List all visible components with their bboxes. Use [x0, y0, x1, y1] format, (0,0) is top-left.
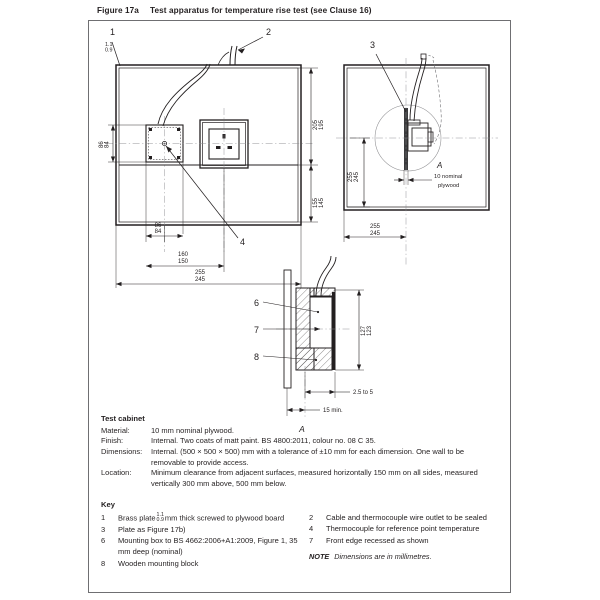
tol-top: 1.1 [156, 511, 164, 518]
key-text-1-before: Brass plate [118, 513, 156, 523]
key-item-4: 4 Thermocouple for reference point tempe… [309, 524, 501, 535]
key-number-4: 4 [309, 524, 314, 534]
front-view-group [106, 36, 318, 288]
key-text-1-after: mm thick screwed to plywood board [164, 513, 285, 523]
callout-4: 4 [240, 237, 245, 247]
test-cabinet-row-location: Location: Minimum clearance from adjacen… [101, 468, 501, 489]
key-number-1: 1 [101, 512, 106, 522]
location-value: Minimum clearance from adjacent surfaces… [151, 468, 478, 488]
finish-label: Finish: [101, 436, 124, 446]
key-text-7: Front edge recessed as shown [326, 536, 429, 546]
side-dim-245: 245 [354, 171, 360, 182]
key-text-8: Wooden mounting block [118, 558, 199, 568]
side-h-255: 255 [370, 224, 381, 230]
key-item-7: 7 Front edge recessed as shown [309, 536, 501, 547]
callout-1-tol-bottom: 0.9 [105, 48, 113, 54]
dim-d-245: 245 [195, 277, 206, 283]
detail-title-a: A [298, 424, 305, 434]
key-heading: Key [101, 500, 115, 509]
test-cabinet-row-material: Material: 10 mm nominal plywood. [101, 426, 501, 437]
dim-145: 145 [319, 197, 325, 208]
key-item-6: 6 Mounting box to BS 4662:2006+A1:2009, … [101, 536, 301, 557]
callout-1: 1 [110, 27, 115, 37]
finish-value: Internal. Two coats of matt paint. BS 48… [151, 436, 376, 446]
figure-title: Test apparatus for temperature rise test… [149, 6, 372, 15]
callout-7: 7 [254, 325, 259, 335]
note-label: NOTE [309, 551, 330, 561]
test-cabinet-heading: Test cabinet [101, 414, 145, 423]
figure-number: Figure 17a [97, 6, 139, 15]
note-text: Dimensions are in millimetres. [334, 551, 432, 561]
key-number-6: 6 [101, 536, 106, 546]
dimensions-note: NOTE Dimensions are in millimetres. [309, 552, 501, 562]
detail-dim-127: 127 [361, 325, 367, 336]
key-text-4: Thermocouple for reference point tempera… [326, 524, 480, 534]
dim-205: 205 [313, 119, 319, 130]
dimensions-value: Internal. (500 × 500 × 500) mm with a to… [151, 447, 465, 467]
detail-dim-min: 15 min. [323, 408, 343, 414]
tol-bottom: 0.9 [156, 517, 164, 524]
callout-6: 6 [254, 298, 259, 308]
key-text-2: Cable and thermocouple wire outlet to be… [326, 512, 487, 522]
detail-view-group [262, 255, 364, 418]
plywood-note-2: plywood [438, 183, 459, 189]
detail-dim-123: 123 [367, 325, 373, 336]
key-number-7: 7 [309, 536, 314, 546]
dim-195: 195 [319, 119, 325, 130]
callout-3: 3 [370, 40, 375, 50]
dim-b-86: 86 [155, 223, 162, 229]
technical-drawing: 1 1.1 0.9 2 4 86 84 205 195 155 145 86 8… [99, 27, 498, 434]
dim-86: 86 [99, 141, 105, 148]
dim-84: 84 [105, 141, 111, 148]
key-item-2: 2 Cable and thermocouple wire outlet to … [309, 513, 501, 524]
test-cabinet-block: Test cabinet Material: 10 mm nominal ply… [101, 414, 501, 490]
dim-d-255: 255 [195, 270, 206, 276]
callout-2: 2 [266, 27, 271, 37]
dim-c-160: 160 [178, 252, 189, 258]
location-label: Location: [101, 468, 132, 478]
detail-dim-recess: 2.5 to 5 [353, 390, 374, 396]
dim-c-150: 150 [178, 259, 189, 265]
material-label: Material: [101, 425, 130, 435]
test-cabinet-row-dimensions: Dimensions: Internal. (500 × 500 × 500) … [101, 447, 501, 468]
key-number-2: 2 [309, 512, 314, 522]
key-text-3: Plate as Figure 17b) [118, 524, 186, 534]
plywood-note-1: 10 nominal [434, 174, 462, 180]
callout-1-tol-top: 1.1 [105, 42, 113, 48]
side-h-245: 245 [370, 231, 381, 237]
key-text-6: Mounting box to BS 4662:2006+A1:2009, Fi… [118, 536, 298, 557]
test-cabinet-row-finish: Finish: Internal. Two coats of matt pain… [101, 436, 501, 447]
dimensions-label: Dimensions: [101, 447, 143, 457]
material-value: 10 mm nominal plywood. [151, 425, 234, 435]
side-view-group [336, 53, 498, 265]
dim-b-84: 84 [155, 229, 162, 235]
key-number-8: 8 [101, 558, 106, 568]
figure-caption: Figure 17a Test apparatus for temperature… [97, 6, 372, 15]
detail-marker-a: A [436, 161, 442, 170]
key-item-8: 8 Wooden mounting block [101, 559, 301, 570]
callout-8: 8 [254, 352, 259, 362]
side-dim-255: 255 [348, 171, 354, 182]
key-column-right: 2 Cable and thermocouple wire outlet to … [301, 513, 501, 571]
dim-155: 155 [313, 197, 319, 208]
key-number-3: 3 [101, 524, 106, 534]
key-item-3: 3 Plate as Figure 17b) [101, 525, 301, 536]
